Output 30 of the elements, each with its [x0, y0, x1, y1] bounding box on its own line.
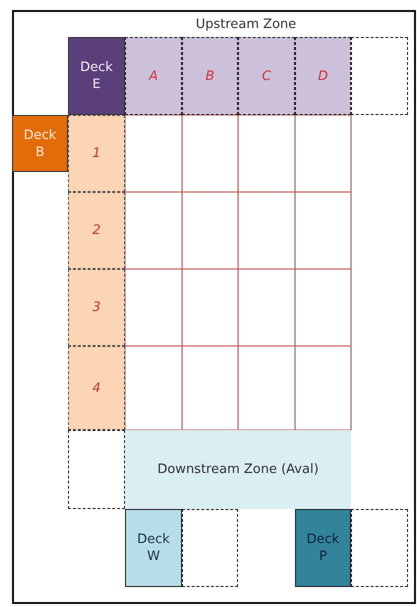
column-header	[125, 37, 182, 115]
grid-index: D	[318, 68, 328, 84]
row-header	[68, 346, 125, 430]
deck-label: Deck B	[22, 126, 58, 160]
empty-slot	[182, 509, 238, 587]
column-header	[295, 37, 351, 115]
deck-label: Deck W	[136, 531, 171, 565]
row-header	[68, 192, 125, 269]
zone-band	[125, 430, 351, 509]
deck-box	[12, 115, 68, 172]
grid-index: 2	[92, 222, 101, 239]
deck-box	[295, 509, 351, 587]
deck-box	[68, 37, 125, 115]
empty-slot	[351, 509, 408, 587]
zone-title: Upstream Zone	[194, 16, 298, 33]
grid-index: 4	[92, 380, 101, 396]
grid-index: A	[149, 68, 158, 84]
row-header	[68, 115, 125, 192]
grid-index: C	[262, 68, 272, 84]
column-header	[182, 37, 238, 115]
deck-label: Deck E	[79, 59, 114, 93]
grid-index: 3	[92, 299, 101, 316]
grid-index: 1	[92, 145, 101, 162]
row-header	[68, 269, 125, 346]
grid-index: B	[206, 68, 214, 84]
column-header	[238, 37, 295, 115]
deck-box	[125, 509, 182, 587]
zone-title: Downstream Zone (Aval)	[157, 461, 319, 478]
empty-slot	[351, 37, 408, 115]
deck-label: Deck P	[306, 531, 340, 565]
